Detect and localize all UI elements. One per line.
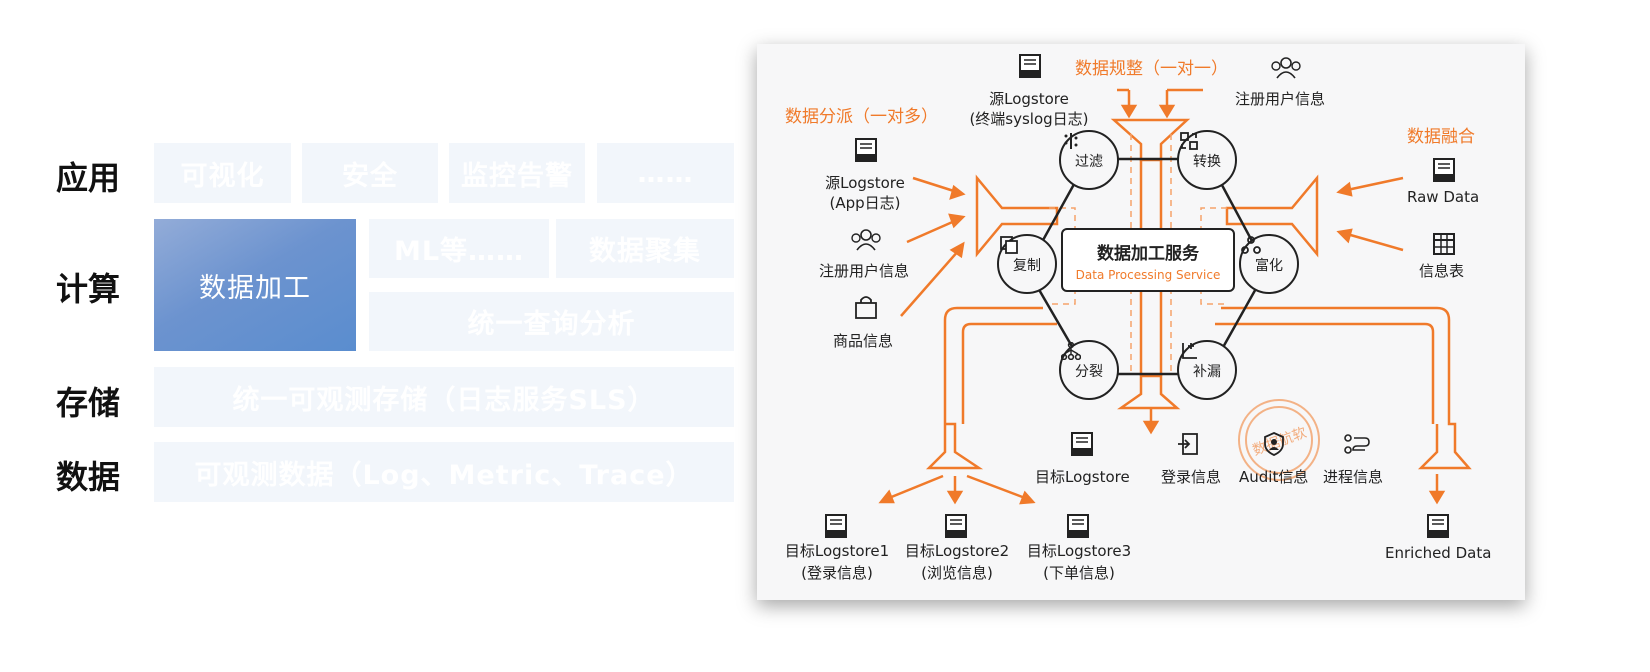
copy-icon [1000,236,1018,254]
source-doc-icon [1019,54,1041,78]
top-funnel [1110,118,1191,162]
node-fill-label: 补漏 [1193,364,1221,380]
cell-unified-query: 统一查询分析 [369,292,734,351]
target-doc-icon [825,514,847,538]
left-funnel [975,174,1059,258]
top-source-logstore: 源Logstore [989,90,1069,108]
cell-observable-data: 可观测数据（Log、Metric、Trace） [154,442,734,502]
audit-stamp [1238,399,1320,481]
heading-split: 数据分派（一对多） [785,107,938,127]
center-subtitle: Data Processing Service [1075,267,1221,282]
cell-visualization: 可视化 [154,143,291,203]
heading-regularize: 数据规整（一对一） [1075,59,1228,79]
node-copy: 复制 [997,234,1057,294]
target-doc-icon [1067,514,1089,538]
row-label-data: 数据 [56,458,121,496]
node-enrich-label: 富化 [1255,258,1283,274]
left-source-logstore: 源Logstore [825,174,905,192]
split-icon [1061,342,1081,360]
shield-user-icon [1264,432,1284,456]
cell-ml: ML等…… [369,219,549,278]
node-copy-label: 复制 [1013,258,1041,274]
bottom-target-3: 目标Logstore3 [1026,542,1132,560]
source-doc-icon [855,138,877,162]
middle-audit: Audit信息 [1239,468,1309,486]
process-icon [1344,434,1370,454]
node-split: 分裂 [1059,340,1119,400]
middle-process: 进程信息 [1323,468,1384,486]
row-label-app: 应用 [56,159,121,197]
shopping-bag-icon [855,296,877,319]
data-processing-diagram: 数据航软 数据规整（一对一） 数据分派（一对多） 数据融合 源Logstore … [757,44,1525,600]
cell-unified-storage: 统一可观测存储（日志服务SLS） [154,367,734,427]
fill-gap-icon [1182,343,1197,359]
users-icon [1271,57,1301,79]
enriched-data: Enriched Data [1385,544,1492,562]
enrich-icon [1241,236,1261,254]
diagram-lines: 数据航软 [878,88,1472,505]
source-doc-icon [1433,158,1455,182]
node-enrich: 富化 [1239,234,1299,294]
bottom-target-2-note: (浏览信息) [921,564,993,582]
node-filter: 过滤 [1059,130,1119,190]
bottom-center-funnel [1117,374,1181,410]
bottom-target-1-note: (登录信息) [801,564,873,582]
bottom-target-3-note: (下单信息) [1043,564,1115,582]
node-fill: 补漏 [1177,340,1237,400]
target-doc-icon [1427,514,1449,538]
left-goods: 商品信息 [833,332,894,350]
top-source-note: (终端syslog日志) [969,110,1089,128]
node-split-label: 分裂 [1075,364,1103,380]
center-service-box: 数据加工服务 Data Processing Service [1061,228,1235,292]
left-registered-users: 注册用户信息 [819,262,910,280]
right-funnel [1225,174,1319,258]
login-icon [1178,433,1198,455]
row-label-storage: 存储 [56,384,121,422]
node-filter-label: 过滤 [1075,154,1103,170]
cell-more: …… [597,143,734,203]
transform-icon [1180,132,1198,150]
left-pipe [925,306,1043,470]
right-raw-data: Raw Data [1407,188,1480,206]
bottom-target-1: 目标Logstore1 [784,542,890,560]
target-doc-icon [945,514,967,538]
users-icon [851,229,881,251]
row-label-compute: 计算 [56,270,121,308]
cell-security: 安全 [302,143,438,203]
top-registered-users: 注册用户信息 [1235,90,1326,108]
cell-monitoring: 监控告警 [449,143,585,203]
left-source-note: (App日志) [829,194,901,212]
center-title: 数据加工服务 [1097,243,1199,264]
target-doc-icon [1071,432,1093,456]
middle-login: 登录信息 [1161,468,1222,486]
table-icon [1433,233,1455,255]
right-info-table: 信息表 [1419,262,1465,280]
filter-icon [1064,133,1078,149]
bottom-target-2: 目标Logstore2 [904,542,1010,560]
middle-target-logstore: 目标Logstore [1035,468,1130,486]
node-transform-label: 转换 [1193,154,1221,170]
cell-data-processing: 数据加工 [154,219,356,351]
heading-fuse: 数据融合 [1407,127,1475,147]
node-transform: 转换 [1177,130,1237,190]
cell-aggregation: 数据聚集 [556,219,734,278]
right-pipe [1221,306,1472,470]
